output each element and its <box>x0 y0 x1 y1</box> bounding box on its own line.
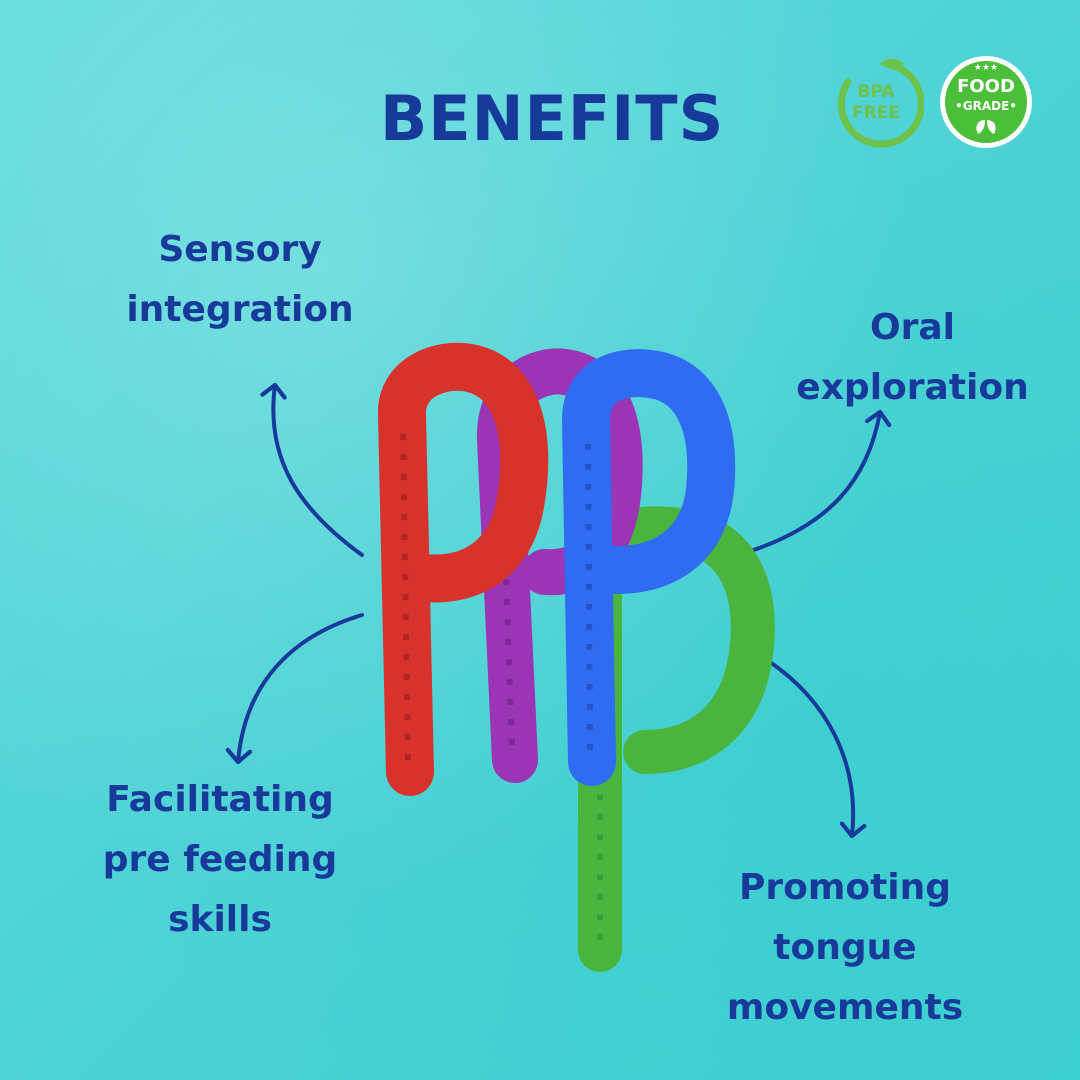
food-grade-badge: ★★★ FOOD •GRADE• <box>938 54 1034 150</box>
food-line2: •GRADE• <box>955 99 1017 113</box>
benefit-oral-exploration: Oral exploration <box>796 307 1029 408</box>
bpa-free-badge: BPA FREE <box>828 54 925 150</box>
page-title: BENEFITS <box>380 82 725 155</box>
bpa-line1: BPA <box>857 82 895 102</box>
arrow-bottom-left <box>225 613 364 765</box>
benefit-sensory-integration: Sensory integration <box>126 229 354 330</box>
arrow-bottom-right <box>768 660 867 839</box>
food-line1: FOOD <box>957 76 1015 97</box>
food-grade-seal-icon: ★★★ <box>940 56 1032 148</box>
blue-chew-tool <box>562 349 736 786</box>
benefit-pre-feeding-skills: Facilitating pre feeding skills <box>102 779 338 940</box>
bpa-ring-icon <box>837 58 925 148</box>
benefit-tongue-movements: Promoting tongue movements <box>726 867 964 1028</box>
arrow-top-right <box>746 409 892 554</box>
svg-text:★★★: ★★★ <box>974 63 998 73</box>
arrow-top-left <box>260 382 364 557</box>
bpa-line2: FREE <box>852 103 900 123</box>
red-chew-tool <box>378 342 549 796</box>
